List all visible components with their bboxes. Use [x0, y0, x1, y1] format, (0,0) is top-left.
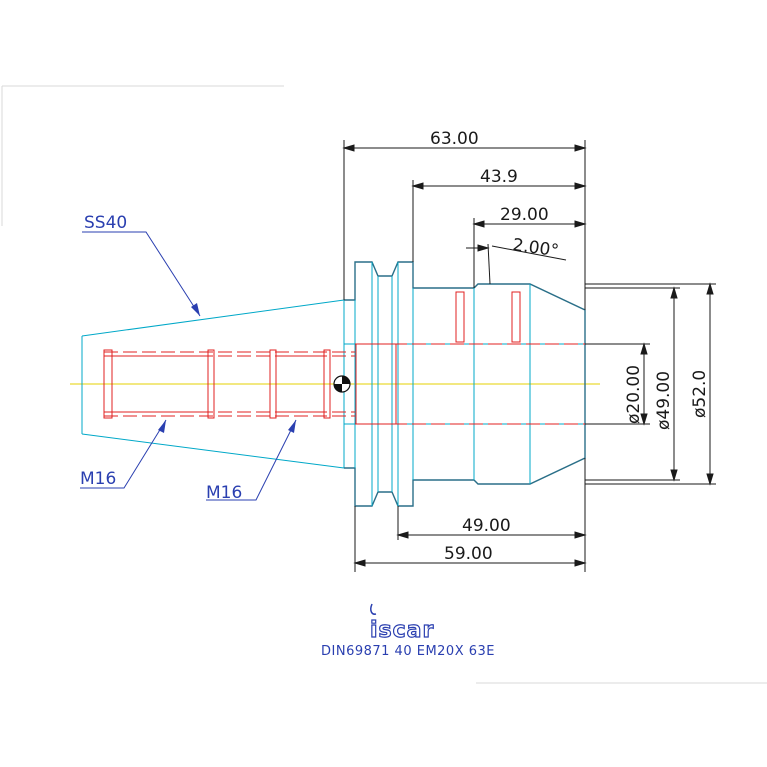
page-frame — [1, 85, 767, 684]
hidden-lines — [103, 291, 585, 425]
label-taper: SS40 — [84, 213, 127, 233]
dimension-lines — [342, 140, 716, 572]
dim-length-49: 49.00 — [462, 516, 511, 536]
leaders — [80, 231, 297, 501]
dim-body-dia: ø49.00 — [654, 371, 674, 430]
label-thread-right: M16 — [206, 483, 242, 503]
leader-arrowheads — [158, 303, 296, 433]
designation-text: DIN69871 40 EM20X 63E — [321, 644, 495, 659]
center-mark — [333, 375, 351, 393]
dim-length-59: 59.00 — [444, 544, 493, 564]
dim-angle: 2.00° — [511, 235, 560, 261]
flange-body — [344, 261, 586, 507]
dim-bore-dia: ø20.00 — [624, 365, 644, 424]
label-thread-left: M16 — [80, 469, 116, 489]
dim-flange-dia: ø52.0 — [690, 370, 710, 418]
dim-nose-length: 29.00 — [500, 205, 549, 225]
taper-shank — [81, 299, 345, 469]
dim-overall-length: 63.00 — [430, 129, 479, 149]
brand-logo: iscar — [369, 603, 434, 644]
dim-flange-to-end: 43.9 — [480, 167, 518, 187]
brand-logo-text: iscar — [370, 618, 434, 643]
